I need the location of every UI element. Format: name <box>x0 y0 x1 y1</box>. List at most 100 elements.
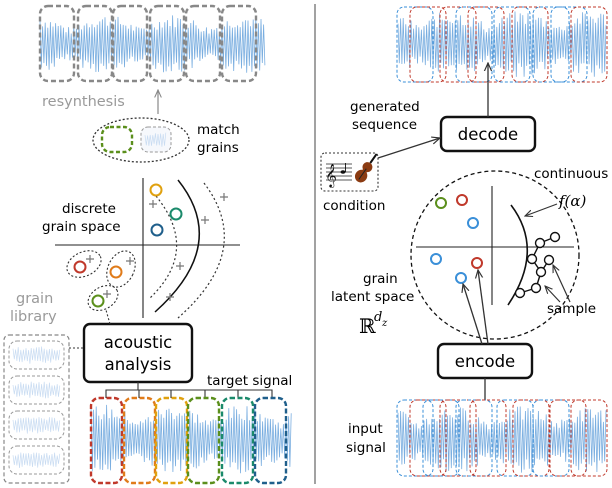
input-signal-label-1: input <box>348 421 383 437</box>
generated-sequence-label-2: sequence <box>352 117 417 133</box>
analysis-to-space-line <box>105 309 111 325</box>
library-grain <box>8 375 65 405</box>
input-window <box>409 399 447 477</box>
discrete-point-yellow <box>149 183 163 197</box>
latent-point-blue <box>455 272 467 284</box>
latent-point-blue <box>430 253 442 265</box>
generated-window <box>439 6 477 83</box>
input-window <box>455 399 493 477</box>
cluster-green <box>87 285 119 311</box>
input-signal-label-2: signal <box>346 440 386 456</box>
target-grain-boxes <box>89 396 288 485</box>
target-grain-box <box>122 396 157 485</box>
sample-node <box>534 237 546 249</box>
match-grain-waveform <box>144 132 167 147</box>
discrete-point-green <box>91 294 105 308</box>
discrete-point-blue <box>150 223 164 237</box>
music-staff-icon: 𝄞 <box>325 163 352 188</box>
generated-window <box>409 6 447 83</box>
generated-window <box>550 6 588 83</box>
resynthesis-grain-box <box>148 4 186 83</box>
sample-chain <box>514 231 561 299</box>
waveform-trace <box>39 15 266 73</box>
right-panel: generated sequence decode 𝄞 condition <box>320 6 608 477</box>
plus-marker <box>126 257 134 265</box>
condition-to-decode-arrow <box>377 138 440 159</box>
input-signal-waveform <box>397 406 607 473</box>
generated-window <box>511 6 549 83</box>
waveform-trace <box>397 11 607 77</box>
sample-node <box>549 231 561 243</box>
sample-arrow-1 <box>545 286 561 303</box>
violin-icon <box>354 153 378 183</box>
target-grain-box <box>253 396 288 485</box>
input-window <box>422 399 460 477</box>
input-window <box>396 399 434 477</box>
cluster-orange <box>106 250 136 288</box>
discrete-space-label-2: grain space <box>42 219 121 235</box>
target-signal-label: target signal <box>207 373 292 389</box>
input-window <box>549 399 587 477</box>
discrete-point-orange <box>109 265 123 279</box>
cluster-red <box>66 250 102 278</box>
generated-sequence-waveform <box>397 11 607 77</box>
latent-superscript: d <box>374 310 382 325</box>
grain-library-grains <box>8 340 65 475</box>
f-alpha-label: f(α) <box>558 192 587 210</box>
sample-node <box>514 287 526 299</box>
plus-marker <box>86 255 94 263</box>
decision-curve-dotted-inner <box>149 195 178 299</box>
latent-space-circle <box>410 170 580 340</box>
waveform-trace <box>12 381 61 399</box>
target-grain-box <box>154 396 189 485</box>
plus-marker <box>103 290 111 298</box>
svg-text:𝄞: 𝄞 <box>325 163 337 188</box>
grain-library-label-2: library <box>10 309 57 325</box>
sample-node <box>543 254 555 266</box>
input-window <box>532 399 570 477</box>
waveform-trace <box>397 406 607 473</box>
plus-marker <box>176 262 184 270</box>
target-grain-box <box>89 396 124 485</box>
target-bracket <box>105 382 273 398</box>
latent-subscript: z <box>381 318 388 329</box>
latent-symbol: ℝ <box>359 314 376 338</box>
resynthesis-grain-box <box>38 4 76 83</box>
encode-arrow-1 <box>463 284 483 345</box>
encode-label: encode <box>455 352 515 371</box>
generated-window <box>570 6 608 83</box>
encode-arrow-2 <box>478 270 489 345</box>
grain-library-container <box>3 334 70 484</box>
condition-box <box>320 152 379 192</box>
match-grains-label-2: grains <box>197 140 239 156</box>
match-grain-green <box>100 125 134 154</box>
acoustic-analysis-label-2: analysis <box>105 355 172 374</box>
discrete-space-label-1: discrete <box>62 201 116 217</box>
resynthesis-grain-boxes <box>38 4 258 83</box>
discrete-point-teal <box>169 207 183 221</box>
sample-node <box>530 282 542 294</box>
match-grains-ellipse <box>92 117 190 163</box>
resynthesis-grain-box <box>184 4 222 83</box>
sample-arrow-2 <box>553 265 571 303</box>
condition-label: condition <box>323 198 385 214</box>
generated-window <box>532 6 570 83</box>
target-signal-brackets <box>105 382 273 398</box>
waveform-trace <box>12 417 61 434</box>
resynthesis-grain-box <box>220 4 258 83</box>
input-window <box>469 399 507 477</box>
f-alpha-arrow <box>525 203 558 216</box>
generated-sequence-windows <box>396 6 608 83</box>
waveform-trace <box>12 452 61 469</box>
grain-latent-label-1: grain <box>363 271 398 287</box>
input-signal-windows <box>396 399 608 477</box>
plus-marker <box>201 216 209 224</box>
discrete-point-red <box>73 260 87 274</box>
decode-label: decode <box>458 125 518 144</box>
sample-node <box>535 266 547 278</box>
input-window <box>439 399 477 477</box>
library-grain <box>8 340 65 370</box>
decision-curve-dotted-outer <box>177 182 225 319</box>
input-window <box>570 399 608 477</box>
